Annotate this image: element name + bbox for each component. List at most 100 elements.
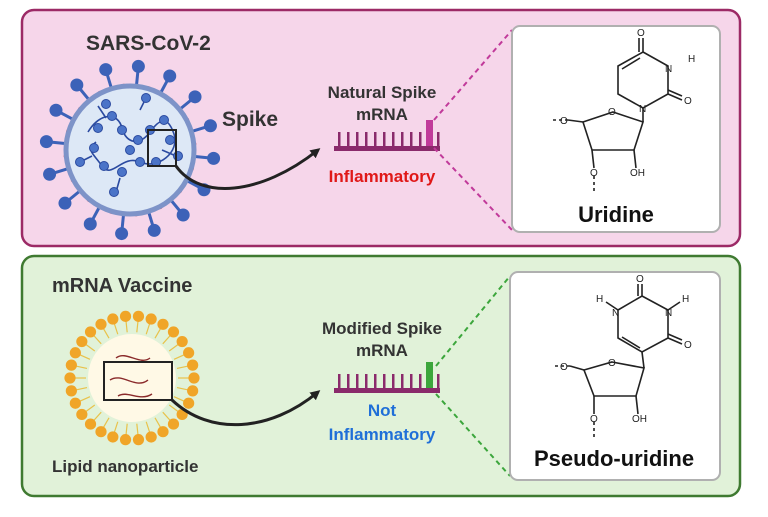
lipid-head [183,347,195,359]
lipid-head [107,431,119,443]
virus-icon [39,59,221,241]
pseudouridine-name: Pseudo-uridine [534,446,694,471]
top-arrow [174,148,321,190]
mrna-base [347,132,350,146]
lipid-nanoparticle-icon [64,310,200,446]
lipid-tail [75,386,88,391]
lipid-head [157,318,169,330]
bottom-effect-label-line1: Not [368,401,397,420]
uridine-structure [552,38,683,194]
pseudouridine-atom-n3: N [665,308,672,319]
bottom-zoom-connectors [435,275,511,477]
pseudouridine-atom-o3: O [590,414,598,425]
top-zoom-connectors [433,29,513,231]
pseudouridine-atom-o-ring: O [608,358,616,369]
lipid-head [84,326,97,338]
lipid-tail [154,327,162,339]
top-mrna-label-line2: mRNA [356,105,408,124]
mrna-base [347,374,350,388]
lipid-head [145,313,157,325]
bottom-mrna-strand [334,362,440,393]
lipid-head [145,431,157,443]
uridine-atom-labels: O N H O N O O O OH [560,28,695,179]
uridine-atom-n1: N [639,104,646,115]
mrna-base [356,132,359,146]
lipid-tail [176,386,189,391]
top-mrna-strand [334,120,440,151]
lipid-tail [136,423,139,436]
mrna-backbone [334,388,440,393]
virus-spike-head [115,227,129,241]
pseudouridine-atom-o2: O [636,274,644,285]
lipid-head [188,372,200,384]
mrna-base [392,374,395,388]
lipid-tail [84,404,96,413]
mrna-base [356,374,359,388]
lipid-head [107,313,119,325]
uridine-atom-o4: O [637,28,645,39]
bottom-mrna-label-line2: mRNA [356,341,408,360]
lnp-mrna-cargo [109,355,153,398]
lipid-tail [84,343,96,352]
uridine-atom-o3: O [590,168,598,179]
lipid-tail [92,334,102,345]
lipid-head [119,310,132,322]
lipid-head [187,359,199,371]
mrna-base [419,374,422,388]
virus-spike-head [188,90,202,104]
mrna-base [401,132,404,146]
virus-spike-head [147,223,161,237]
lipid-tail [113,322,119,335]
modified-nucleotide-marker [426,120,433,146]
lipid-head [76,408,88,421]
lipid-head [132,310,145,322]
lipid-tail [136,320,139,333]
pseudouridine-atom-n1: N [612,308,619,319]
lipid-tail [145,421,151,434]
top-panel-title: SARS-CoV-2 [86,32,211,55]
lipid-head [65,385,77,397]
virus-spike-head [83,217,97,231]
mrna-base [437,132,440,146]
virus-spike-head [70,78,84,92]
mrna-backbone [334,146,440,151]
uridine-name: Uridine [578,202,654,227]
mrna-base [419,132,422,146]
lipid-tail [162,411,172,422]
mrna-base [410,374,413,388]
lipid-head [167,418,180,430]
virus-spike-head [58,196,72,210]
uridine-atom-h3: H [688,54,695,65]
lipid-tail [168,343,180,352]
bottom-mrna-label-line1: Modified Spike [322,319,442,338]
virus-spike-head [39,135,53,149]
mrna-base [410,132,413,146]
lipid-head [176,335,188,348]
lipid-tail [162,334,172,345]
lipid-head [167,326,180,338]
pseudouridine-atom-labels: O H N N H O O O O OH [560,274,692,425]
lipid-tail [78,396,91,403]
top-mrna-label-line1: Natural Spike [328,83,437,102]
lipid-tail [102,417,110,429]
pseudouridine-atom-oh2: OH [632,414,647,425]
lipid-tail [113,421,119,434]
lipid-tail [125,423,128,436]
pseudouridine-atom-h3: H [682,294,689,305]
modified-nucleotide-marker [426,362,433,388]
lipid-tail [102,327,110,339]
mrna-base [401,374,404,388]
lipid-head [64,372,76,384]
lipid-head [157,426,169,438]
lipid-head [119,434,132,446]
pseudouridine-atom-o4: O [684,340,692,351]
uridine-atom-o2: O [684,96,692,107]
top-effect-label: Inflammatory [329,167,436,186]
lipid-tail [173,353,186,360]
lipid-head [65,359,77,371]
virus-spike-head [176,208,190,222]
lipid-tail [168,404,180,413]
virus-spike-head [43,167,57,181]
